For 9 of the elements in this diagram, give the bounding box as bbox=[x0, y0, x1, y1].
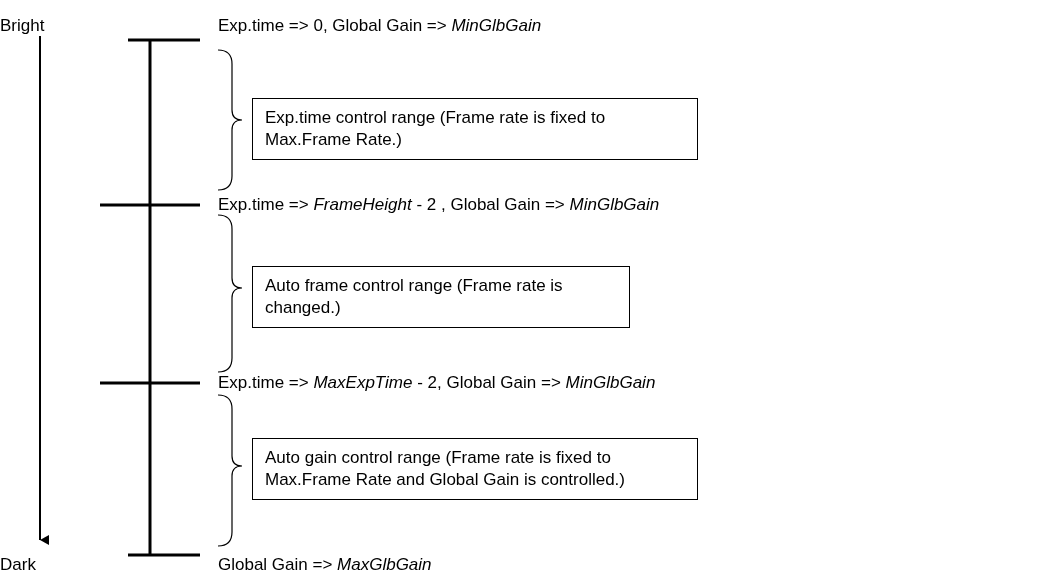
level-label: Global Gain => MaxGlbGain bbox=[218, 555, 432, 575]
level-label: Exp.time => MaxExpTime - 2, Global Gain => MinGlbGain bbox=[218, 373, 656, 393]
level-label: Exp.time => 0, Global Gain => MinGlbGain bbox=[218, 16, 542, 36]
scale-end-label: Bright bbox=[0, 16, 45, 36]
range-box: Exp.time control range (Frame rate is fixed to Max.Frame Rate.) bbox=[252, 98, 698, 160]
scale-end-label: Dark bbox=[0, 555, 36, 575]
range-box: Auto gain control range (Frame rate is fixed to Max.Frame Rate and Global Gain is controlled.) bbox=[252, 438, 698, 500]
level-label: Exp.time => FrameHeight - 2 , Global Gain => MinGlbGain bbox=[218, 195, 660, 215]
range-box: Auto frame control range (Frame rate is changed.) bbox=[252, 266, 630, 328]
